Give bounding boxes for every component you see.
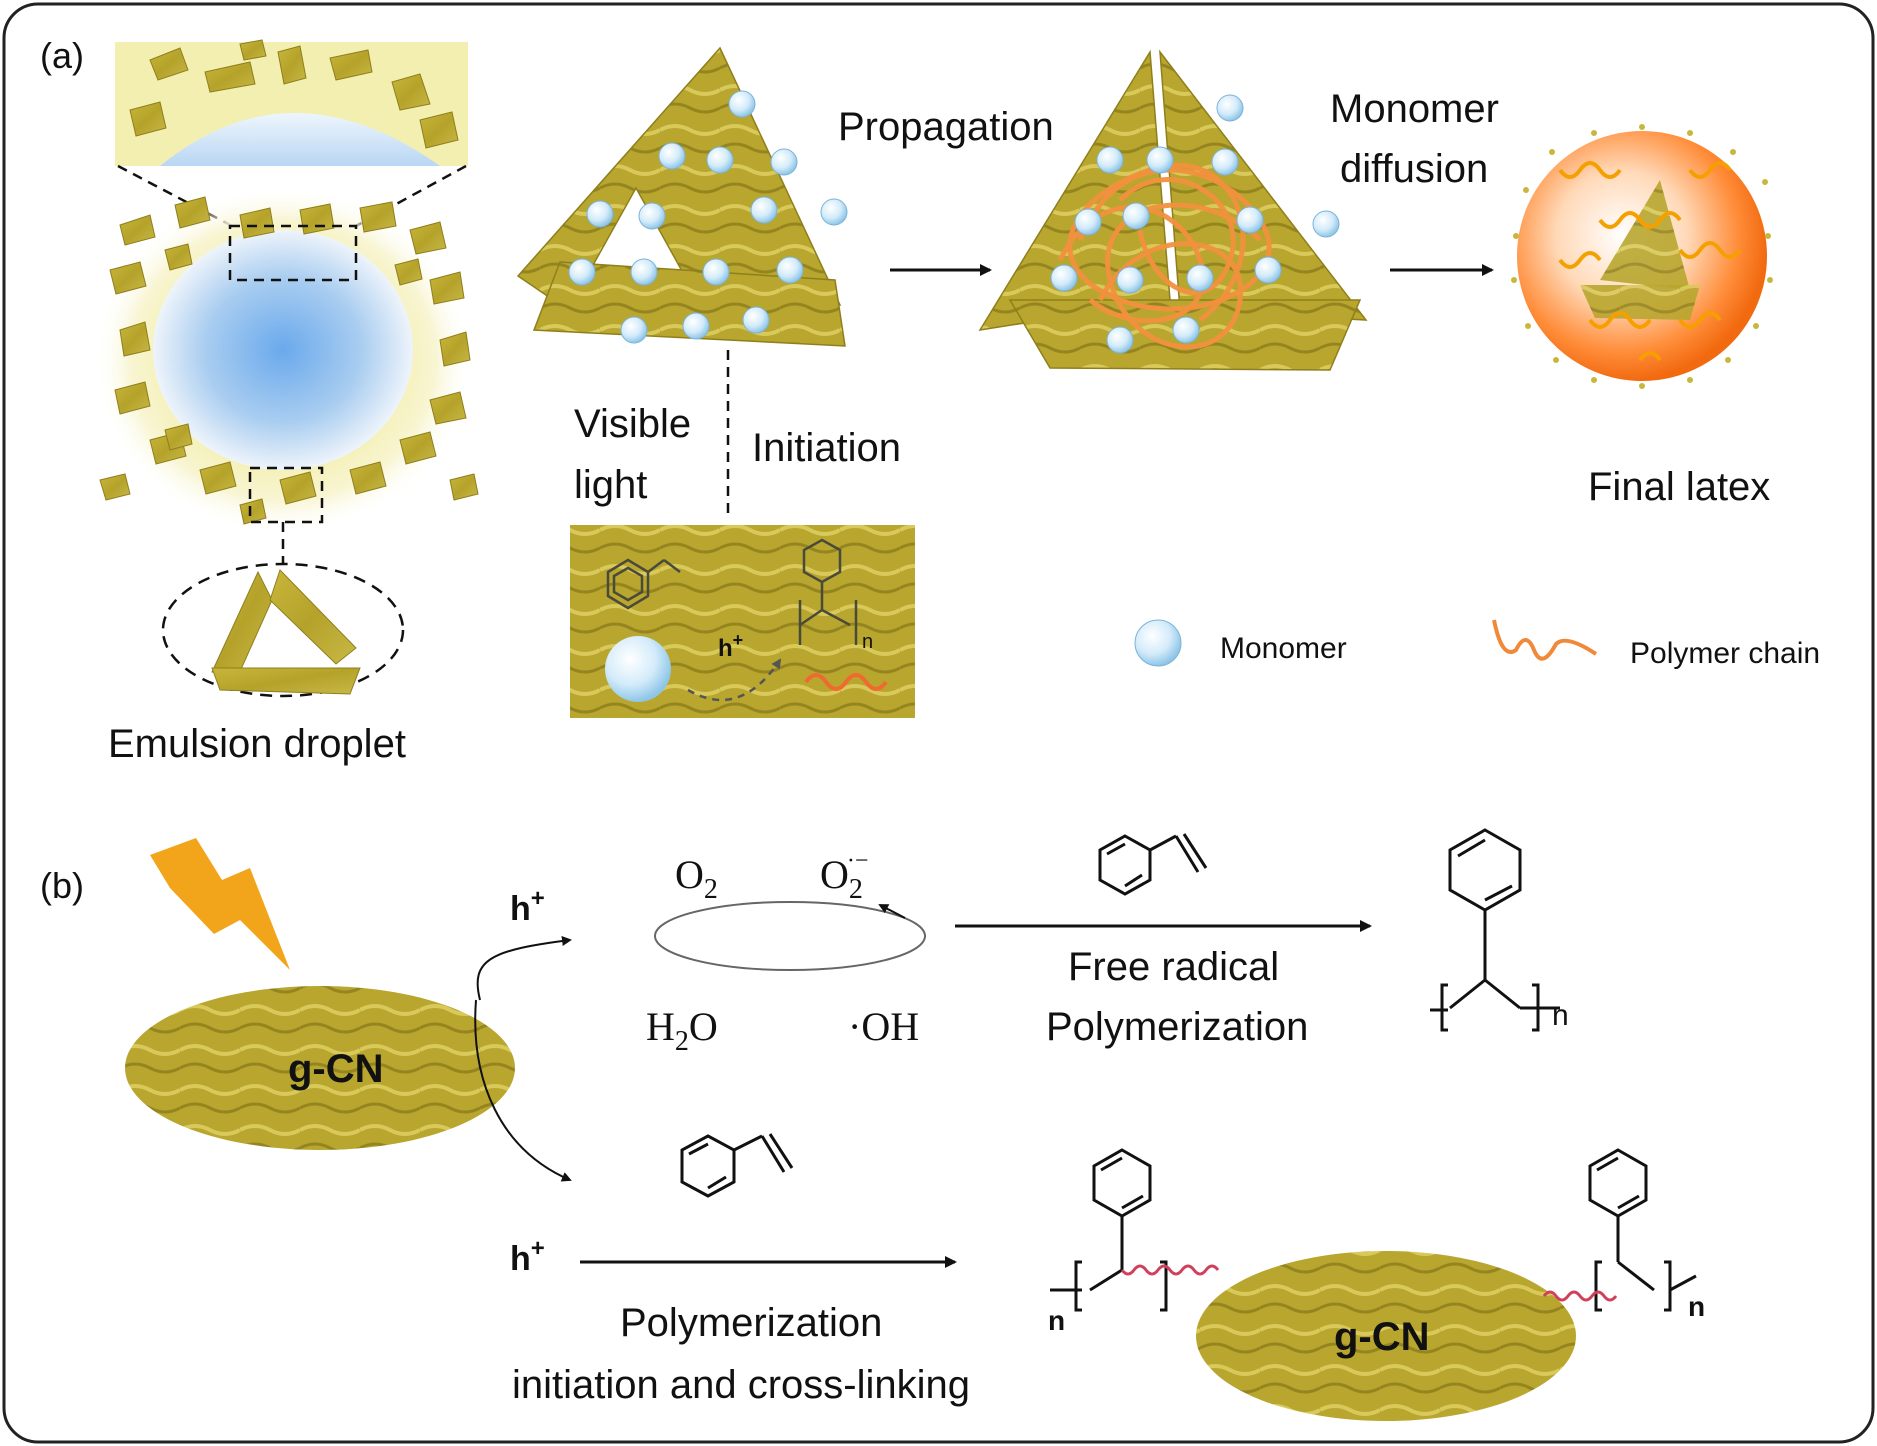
- n-top: n: [1552, 999, 1569, 1032]
- styrene-top: [1098, 833, 1208, 896]
- hplus-bottom-sup: +: [531, 1235, 545, 1262]
- h2o-sub: 2: [675, 1026, 689, 1057]
- branch-arrow-bottom: [474, 999, 572, 1182]
- o2-label: O: [675, 852, 704, 897]
- free-radical-label-1: Free radical: [1068, 945, 1279, 989]
- gcn-left-label: g-CN: [288, 1047, 384, 1091]
- inset-n: n: [862, 631, 873, 653]
- hplus-top: h: [510, 890, 531, 928]
- propagation-label: Propagation: [838, 105, 1054, 149]
- svg-text:H2O: H2O: [646, 1004, 718, 1057]
- grafted-chain-left: [1050, 1148, 1168, 1312]
- legend-monomer-icon: [1134, 619, 1182, 667]
- final-latex-particle: [1511, 124, 1773, 389]
- grafted-chain-right: [1588, 1148, 1697, 1312]
- initiation-inset: [570, 525, 915, 718]
- styrene-bottom: [680, 1133, 794, 1198]
- crosslink-left: [1120, 1264, 1220, 1276]
- n-left: n: [1048, 1305, 1065, 1336]
- o2-radical-sub: 2: [849, 874, 863, 905]
- legend-polymer-label: Polymer chain: [1630, 637, 1820, 670]
- panel-a-tag: (a): [40, 35, 84, 76]
- monomer-diffusion-label-2: diffusion: [1340, 147, 1488, 191]
- crosslink-right: [1542, 1290, 1618, 1302]
- monomer-diffusion-label-1: Monomer: [1330, 87, 1499, 131]
- svg-text:h+: h+: [510, 1235, 545, 1278]
- monomer-group-2: [1050, 94, 1340, 354]
- polystyrene-top: [1430, 828, 1560, 1032]
- o2-radical-sup: ·−: [847, 848, 869, 874]
- poly-init-label-1: Polymerization: [620, 1301, 882, 1345]
- emulsion-droplet: [93, 185, 479, 698]
- svg-text:h+: h+: [718, 630, 743, 662]
- svg-text:O2: O2: [675, 852, 718, 905]
- inset-hplus: h: [718, 635, 733, 662]
- gcn-right-label: g-CN: [1334, 1315, 1430, 1359]
- n-right: n: [1688, 1291, 1705, 1322]
- legend-monomer-label: Monomer: [1220, 632, 1347, 665]
- h2o-h: H: [646, 1004, 675, 1049]
- polymer-tangle: [1057, 162, 1272, 350]
- panel-b-tag: (b): [40, 865, 84, 906]
- hplus-bottom: h: [510, 1240, 531, 1278]
- poly-init-label-2: initiation and cross-linking: [512, 1363, 970, 1407]
- oh-radical-label: ·OH: [848, 1004, 919, 1049]
- free-radical-label-2: Polymerization: [1046, 1005, 1308, 1049]
- legend-polymer-icon: [1492, 619, 1598, 661]
- branch-arrow-top: [476, 936, 572, 1001]
- svg-text:h+: h+: [510, 885, 545, 928]
- svg-text:O2·−: O2·−: [820, 848, 868, 905]
- visible-light-label-2: light: [574, 463, 647, 507]
- emulsion-droplet-label: Emulsion droplet: [108, 722, 406, 766]
- inset-hplus-sup: +: [733, 630, 744, 650]
- hplus-top-sup: +: [531, 885, 545, 912]
- visible-light-label-1: Visible: [574, 402, 691, 446]
- gcn-particle-right: [1196, 1251, 1576, 1421]
- initiation-label: Initiation: [752, 426, 901, 470]
- gcn-triangle-propagation: [978, 49, 1368, 371]
- monomer-group-1: [568, 90, 848, 344]
- gcn-particle-left: [125, 986, 515, 1150]
- h2o-o: O: [689, 1004, 718, 1049]
- lightning-icon: [150, 838, 290, 970]
- legend: Monomer Polymer chain: [1134, 619, 1820, 670]
- final-latex-label: Final latex: [1588, 465, 1770, 509]
- o2-sub: 2: [704, 874, 718, 905]
- redox-cycle-arrow: [878, 904, 906, 919]
- interface-zoom-inset: [115, 39, 468, 166]
- o2-radical-label: O: [820, 852, 849, 897]
- redox-cycle: [654, 901, 926, 971]
